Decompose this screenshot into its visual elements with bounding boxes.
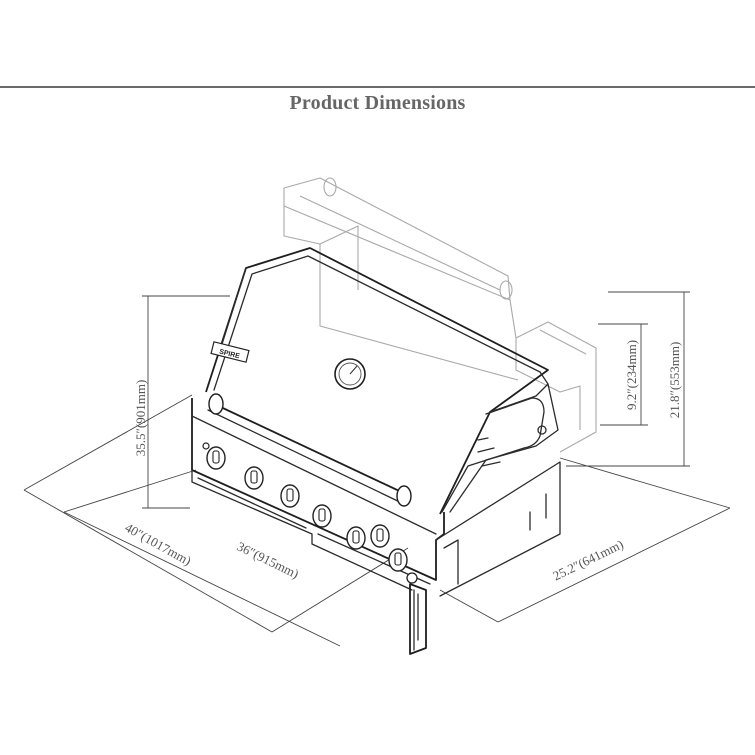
overall-width-label: 40″(1017mm) [122, 520, 193, 569]
drip-tray-left [197, 477, 307, 529]
side-panel-vents [477, 437, 501, 467]
total-height-label: 35.5″(901mm) [133, 380, 148, 457]
burner-knobs [206, 446, 408, 572]
ghost-lid-side [319, 225, 359, 290]
lid-height-label: 9.2″(234mm) [624, 340, 639, 410]
ghost-handle-cap-right [499, 280, 513, 300]
burner-knob-2 [244, 466, 264, 490]
front-handle-cap-right [396, 485, 412, 507]
overall-width-dimension-line [23, 489, 273, 633]
page-title: Product Dimensions [289, 92, 466, 114]
front-bracket [409, 583, 427, 655]
front-bracket-detail [413, 589, 419, 651]
cabinet-inner-step [443, 539, 459, 585]
side-panel [441, 397, 545, 513]
cabinet-side [435, 461, 561, 597]
lid-inner-line [213, 255, 541, 391]
lid-right-top [489, 383, 549, 413]
ghost-lid-left-edge [283, 206, 519, 381]
brand-badge [210, 341, 250, 363]
lid-left-crease [221, 267, 247, 345]
overall-width-right-extension [271, 547, 409, 633]
cutout-width-dimension-line [63, 511, 341, 647]
top-divider [0, 86, 755, 88]
cutout-width-label: 36″(915mm) [235, 539, 302, 582]
igniter-button [406, 572, 418, 584]
thermometer-needle [349, 365, 358, 375]
control-panel-top-edge [191, 415, 437, 535]
depth-dimension-line [497, 507, 731, 623]
front-handle-bar [209, 401, 411, 497]
brand-badge-label: SPIRE [218, 348, 240, 360]
overall-width-left-extension [23, 394, 193, 491]
burner-knob-6 [370, 524, 390, 548]
burner-knob-5 [346, 526, 366, 550]
grill-body: SPIRE [191, 247, 561, 655]
control-panel-bottom-trim [191, 469, 413, 591]
dimension-labels: 35.5″(901mm) 40″(1017mm) 36″(915mm) 9.2″… [122, 340, 682, 583]
control-panel-outline [191, 398, 445, 581]
front-handle-bar-lower [207, 409, 405, 505]
ghost-lid-right-edge [509, 299, 597, 453]
depth-label: 25.2″(641mm) [550, 536, 625, 583]
ghost-handle-inner [299, 195, 501, 291]
lid-right-side [449, 371, 559, 513]
depth-back-extension [559, 457, 731, 509]
cutout-width-left-extension [63, 469, 197, 513]
burner-knob-7 [388, 548, 408, 572]
ghost-lid-rim [539, 329, 587, 355]
body-height-label: 21.8″(553mm) [667, 342, 682, 419]
front-handle-cap-left [208, 393, 224, 415]
ghost-handle-bar [283, 177, 511, 301]
light-switch [202, 442, 210, 450]
dimension-lines [23, 291, 731, 647]
burner-knob-1 [206, 446, 226, 470]
side-latch [537, 425, 547, 435]
ghost-handle-cap-left [323, 177, 337, 197]
depth-front-extension [439, 589, 499, 623]
burner-knob-3 [280, 484, 300, 508]
burner-knob-4 [312, 504, 332, 528]
